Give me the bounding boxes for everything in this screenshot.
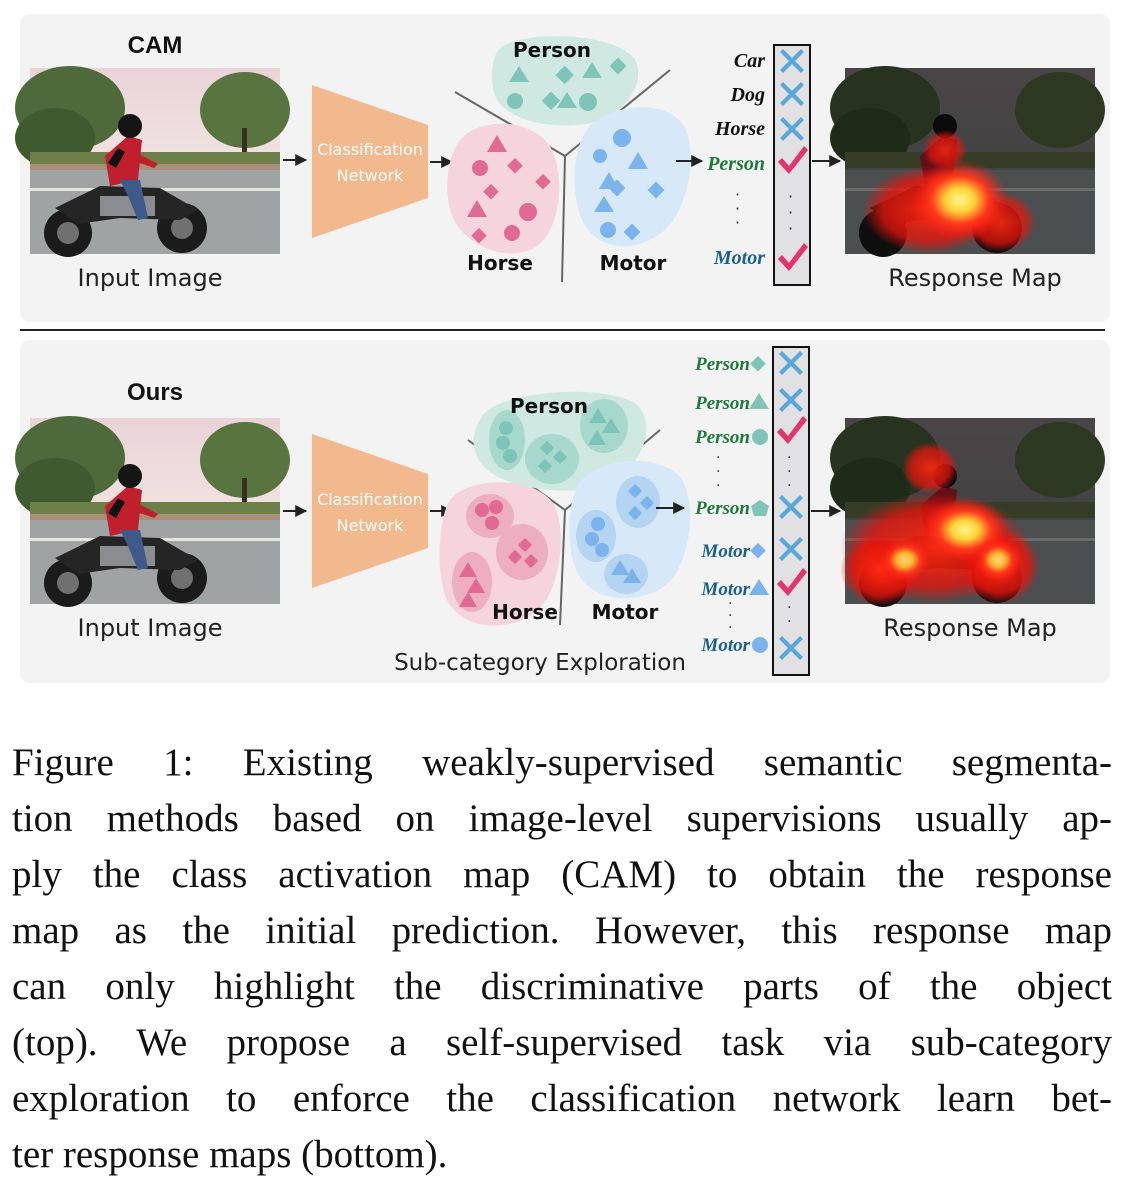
diamond-icon xyxy=(750,542,766,559)
cluster-label-horse: Horse xyxy=(492,600,558,624)
subclass-label: Person xyxy=(694,498,750,519)
cluster-label-person: Person xyxy=(513,38,591,62)
top-panel-title: CAM xyxy=(128,32,183,59)
input-image-label: Input Image xyxy=(78,614,223,642)
ellipsis: · xyxy=(788,203,793,222)
cluster-label-motor: Motor xyxy=(592,600,659,624)
caption-line: ter response maps (bottom). xyxy=(12,1133,448,1176)
ellipsis: · xyxy=(788,219,793,238)
ellipsis: · xyxy=(787,478,791,494)
ellipsis: · xyxy=(787,600,791,616)
person-samples xyxy=(507,57,627,111)
ellipsis: · xyxy=(728,608,732,624)
subclass-label: Motor xyxy=(700,635,750,656)
subclass-label: Motor xyxy=(700,579,750,600)
subclass-label: Person xyxy=(694,354,750,375)
circle-icon xyxy=(752,637,768,653)
feature-space: Person Horse xyxy=(447,36,691,283)
ellipsis: · xyxy=(728,596,732,612)
bottom-panel-title: Ours xyxy=(127,379,183,406)
caption-line: Figure 1: Existing weakly-supervised sem… xyxy=(12,741,1112,784)
subclass-label: Motor xyxy=(700,541,750,562)
network-label-line2: Network xyxy=(337,516,405,535)
caption-line: can only highlight the discriminative pa… xyxy=(12,965,1112,1008)
ellipsis: · xyxy=(787,614,791,630)
class-label: Person xyxy=(706,153,765,175)
ellipsis: · xyxy=(787,450,791,466)
network-label-line2: Network xyxy=(337,166,405,185)
diamond-icon xyxy=(750,355,766,372)
motor-samples xyxy=(585,483,655,583)
class-label: Motor xyxy=(713,247,765,269)
exploration-label: Sub-category Exploration xyxy=(394,650,686,676)
figure-diagram: CAM Input Image Classification Network xyxy=(15,14,1110,683)
person-samples xyxy=(496,408,620,474)
subclass-label: Person xyxy=(694,393,750,414)
horse-subcluster xyxy=(452,552,492,612)
class-label: Car xyxy=(734,50,765,72)
triangle-icon xyxy=(749,579,769,595)
cluster-label-motor: Motor xyxy=(600,251,667,275)
subclass-label: Person xyxy=(694,427,750,448)
classification-network: Classification Network xyxy=(312,434,428,588)
horse-cluster xyxy=(447,123,560,254)
divider-line xyxy=(559,509,566,626)
network-label-line1: Classification xyxy=(317,490,423,509)
class-label: Horse xyxy=(714,118,765,140)
input-image-label: Input Image xyxy=(78,264,223,292)
cluster-label-person: Person xyxy=(510,394,588,418)
feature-space: Person Horse xyxy=(439,391,691,626)
ellipsis: · xyxy=(716,450,720,466)
divider-line xyxy=(561,155,566,283)
caption-line: map as the initial prediction. However, … xyxy=(12,909,1112,952)
response-map-label: Response Map xyxy=(883,614,1057,642)
motor-cluster xyxy=(569,460,691,599)
ellipsis: · xyxy=(735,185,740,204)
caption-line: ply the class activation map (CAM) to ob… xyxy=(12,853,1112,896)
top-panel: CAM Input Image Classification Network xyxy=(15,14,1110,322)
response-map-label: Response Map xyxy=(888,264,1062,292)
bottom-panel: Ours Input Image Classification Network xyxy=(15,340,1110,683)
ellipsis: · xyxy=(787,464,791,480)
figure-caption: Figure 1: Existing weakly-supervised sem… xyxy=(12,735,1112,1183)
horse-samples xyxy=(459,500,539,607)
subclass-list: Person Person Person · · · Person Motor … xyxy=(694,354,769,656)
circle-icon xyxy=(752,429,768,445)
motor-samples xyxy=(593,129,665,241)
ellipsis: · xyxy=(788,187,793,206)
input-image xyxy=(15,416,290,607)
triangle-icon xyxy=(749,393,769,409)
network-label-line1: Classification xyxy=(317,140,423,159)
motor-subcluster xyxy=(616,476,660,528)
ellipsis: · xyxy=(716,478,720,494)
caption-line: tion methods based on image-level superv… xyxy=(12,797,1112,840)
pentagon-icon xyxy=(751,500,769,516)
person-subcluster xyxy=(525,434,579,484)
horse-samples xyxy=(467,135,551,244)
cluster-label-horse: Horse xyxy=(467,251,533,275)
class-label: Dog xyxy=(730,84,765,106)
caption-line: exploration to enforce the classificatio… xyxy=(12,1077,1112,1120)
ellipsis: · xyxy=(728,620,732,636)
ellipsis: · xyxy=(735,213,740,232)
ellipsis: · xyxy=(735,199,740,218)
response-map xyxy=(830,66,1105,257)
horse-subcluster xyxy=(496,524,548,580)
input-image xyxy=(15,66,290,257)
response-map xyxy=(830,416,1105,607)
prediction-column: · · · xyxy=(773,44,811,286)
class-list: Car Dog Horse Person · · · Motor xyxy=(706,50,765,269)
ellipsis: · xyxy=(716,464,720,480)
classification-network: Classification Network xyxy=(312,85,428,238)
prediction-column: · · · · · xyxy=(772,346,810,676)
caption-line: (top). We propose a self-supervised task… xyxy=(12,1021,1112,1064)
